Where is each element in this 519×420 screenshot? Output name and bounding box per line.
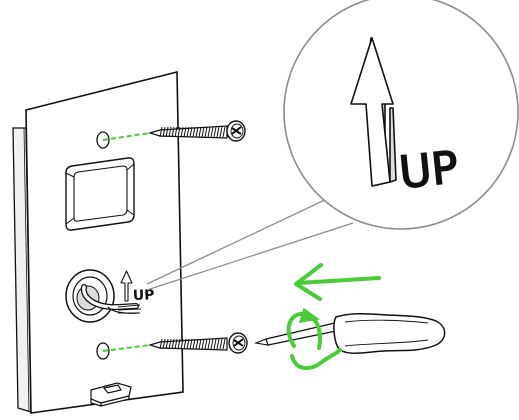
plate-cutout	[66, 158, 134, 230]
plate-up-label: UP	[133, 287, 155, 304]
magnified-up-label: UP	[397, 142, 461, 199]
push-left-arrow-icon	[296, 265, 379, 299]
screwdriver-icon	[256, 314, 445, 353]
wall-plate	[26, 72, 183, 413]
cable-grommet	[66, 270, 114, 322]
